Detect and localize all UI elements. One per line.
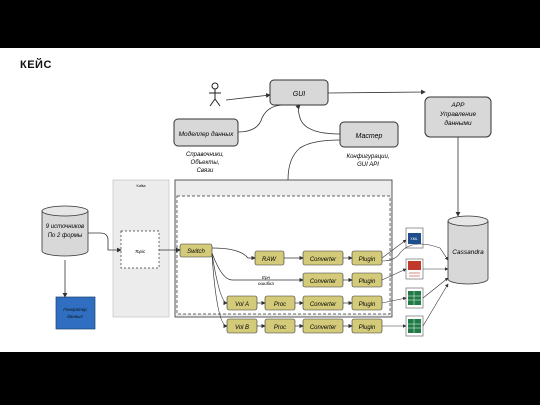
generator-line2: данных	[67, 314, 83, 319]
master-label: Мастер	[356, 133, 383, 140]
xml-file-icon: XML	[405, 227, 424, 249]
error-label-line1: Ерн	[262, 275, 271, 280]
proc-b-label: Proc	[274, 325, 286, 331]
topic-label: Topic	[135, 249, 146, 254]
app-label-line1: APP	[450, 102, 465, 109]
svg-text:XML: XML	[410, 237, 417, 241]
converter-row-1: Converter	[302, 250, 344, 266]
converter-row-2: Converter	[302, 272, 344, 288]
gui-box: GUI	[269, 79, 329, 106]
sources-line2: По 2 формы	[48, 233, 83, 239]
modeller-note-line3: Связи	[197, 168, 214, 174]
vol-a-label: Vol A	[235, 302, 249, 308]
plugin-row-1: Plugin	[351, 250, 383, 266]
file-arrows	[381, 239, 449, 328]
switch-label: Switch	[187, 249, 205, 255]
plugin-label-4: Plugin	[359, 325, 376, 331]
error-label-line2: ошибка	[258, 281, 274, 286]
app-box: APP Управление данными	[424, 96, 492, 138]
person-icon	[209, 82, 221, 107]
plugin-label-3: Plugin	[359, 302, 376, 308]
slide: КЕЙС GUI APP Управление данными	[0, 48, 540, 352]
master-box: Мастер	[339, 121, 399, 148]
generator-line1: Генератор	[63, 307, 87, 312]
gui-label: GUI	[293, 91, 306, 98]
kafka-title: Kafka	[137, 184, 146, 188]
modeller-note-line2: Объекты,	[191, 160, 220, 166]
proc-a-stage: Proc	[264, 295, 296, 311]
raw-stage: RAW	[254, 250, 285, 266]
master-note-line1: Конфигурации,	[347, 154, 390, 160]
generator-box: Генератор данных	[55, 296, 96, 330]
cassandra-label: Cassandra	[452, 249, 484, 256]
proc-b-stage: Proc	[264, 318, 296, 334]
converter-label-2: Converter	[310, 279, 337, 285]
plugin-label-1: Plugin	[359, 257, 376, 263]
raw-label: RAW	[262, 257, 277, 263]
plugin-row-2: Plugin	[351, 272, 383, 288]
modeller-note-line1: Справочники,	[186, 152, 224, 158]
pipeline-arrows	[211, 247, 353, 329]
vol-b-stage: Vol B	[226, 318, 258, 334]
converter-row-4: Converter	[302, 318, 344, 334]
proc-a-label: Proc	[274, 302, 286, 308]
kafka-panel: Kafka Topic	[112, 179, 170, 318]
topic-box	[120, 230, 160, 269]
modeller-label: Моделлер данных	[179, 130, 235, 138]
architecture-diagram: GUI APP Управление данными Моделлер данн…	[41, 79, 492, 337]
converter-label-1: Converter	[310, 257, 337, 263]
plugin-label-2: Plugin	[359, 279, 376, 285]
app-label-line3: данными	[444, 119, 472, 127]
excel-file-icon	[405, 287, 424, 309]
plugin-row-3: Plugin	[351, 295, 383, 311]
sources-line1: 9 источников	[46, 224, 84, 230]
converter-row-3: Converter	[302, 295, 344, 311]
pdf-file-icon	[405, 258, 424, 280]
switch-stage: Switch	[179, 243, 213, 258]
vol-b-label: Vol B	[235, 325, 249, 331]
master-note-line2: GUI API	[357, 162, 379, 168]
slide-title: КЕЙС	[20, 59, 52, 71]
plugin-row-4: Plugin	[351, 318, 383, 334]
app-label-line2: Управление	[439, 111, 477, 118]
excel-file-icon	[405, 315, 424, 337]
modeller-box: Моделлер данных	[173, 118, 239, 147]
converter-label-3: Converter	[310, 302, 337, 308]
vol-a-stage: Vol A	[226, 295, 258, 311]
cassandra-database: Cassandra	[447, 215, 489, 285]
sources-database: 9 источников По 2 формы	[41, 205, 89, 257]
converter-label-4: Converter	[310, 325, 337, 331]
